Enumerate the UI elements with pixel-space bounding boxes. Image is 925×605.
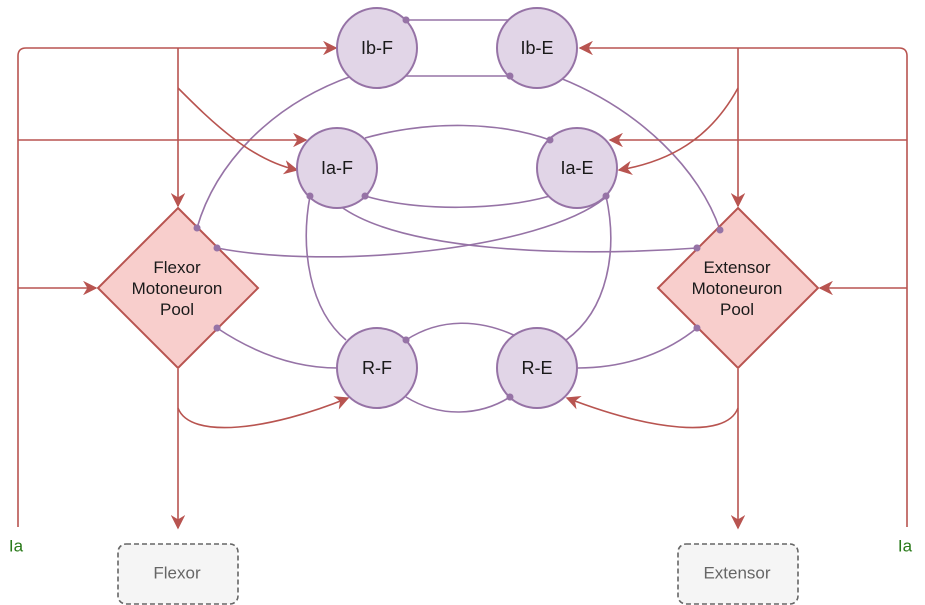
node-label: R-F xyxy=(362,358,392,378)
node-r-f: R-F xyxy=(336,327,418,409)
edge-ia-left-backbone xyxy=(17,40,338,527)
terminal-dot xyxy=(213,244,221,252)
terminal-dot xyxy=(506,393,514,401)
terminal-dot xyxy=(361,192,369,200)
edge-rf-to-flexor-pool xyxy=(216,327,339,369)
node-label: Ib-F xyxy=(361,38,393,58)
terminal-dot xyxy=(213,324,221,332)
node-edge-terminals xyxy=(306,16,610,401)
node-label: Ib-E xyxy=(520,38,553,58)
excitatory-connections xyxy=(17,40,908,530)
terminal-dot xyxy=(193,224,201,232)
edge-flexor-pool-to-rf xyxy=(177,396,350,429)
flexor-muscle: Flexor xyxy=(117,543,239,605)
pool-edge-terminals xyxy=(193,224,724,332)
extensor-motoneuron-pool: Extensor Motoneuron Pool xyxy=(656,206,820,370)
edge-iaf-to-iae-top xyxy=(364,124,551,141)
terminal-dot xyxy=(716,226,724,234)
edge-iae-to-iaf-bottom xyxy=(364,195,551,209)
node-label: Ia-E xyxy=(560,158,593,178)
terminal-dot xyxy=(693,324,701,332)
edge-extensor-pool-to-re xyxy=(565,395,739,429)
node-ia-f: Ia-F xyxy=(296,127,378,209)
muscle-label: Extensor xyxy=(703,563,770,582)
edge-iae-to-flexor-pool xyxy=(216,197,606,258)
edge-re-to-rf-bottom xyxy=(405,396,511,413)
edge-rf-to-iaf xyxy=(305,195,347,341)
edge-ibe-to-extensor-pool xyxy=(559,77,721,231)
terminal-dot xyxy=(306,192,314,200)
ia-input-label-left: Ia xyxy=(9,536,24,555)
edge-extensor-input-to-iae xyxy=(617,87,739,176)
edge-ia-right-backbone xyxy=(578,40,908,527)
node-ia-e: Ia-E xyxy=(536,127,618,209)
pool-label-line: Pool xyxy=(160,300,194,319)
muscle-label: Flexor xyxy=(153,563,201,582)
pool-label-line: Motoneuron xyxy=(132,279,223,298)
terminal-dot xyxy=(602,192,610,200)
ia-input-label-right: Ia xyxy=(898,536,913,555)
edge-re-to-extensor-pool xyxy=(577,327,698,369)
edge-re-to-iae xyxy=(565,195,612,341)
terminal-dot xyxy=(402,336,410,344)
pool-label-line: Flexor xyxy=(153,258,201,277)
node-ib-e: Ib-E xyxy=(496,7,578,89)
inhibitory-connections xyxy=(196,19,721,413)
pool-label-line: Motoneuron xyxy=(692,279,783,298)
pool-label-line: Pool xyxy=(720,300,754,319)
flexor-motoneuron-pool: Flexor Motoneuron Pool xyxy=(96,206,260,370)
edge-iaf-to-extensor-pool xyxy=(339,205,698,253)
inhibitory-terminals xyxy=(193,16,724,401)
terminal-dot xyxy=(506,72,514,80)
pool-label-line: Extensor xyxy=(703,258,770,277)
extensor-muscle: Extensor xyxy=(677,543,799,605)
node-label: Ia-F xyxy=(321,158,353,178)
node-ib-f: Ib-F xyxy=(336,7,418,89)
terminal-dot xyxy=(402,16,410,24)
terminal-dot xyxy=(693,244,701,252)
terminal-dot xyxy=(546,136,554,144)
edge-flexor-input-to-iaf xyxy=(177,87,299,175)
node-label: R-E xyxy=(522,358,553,378)
edge-rf-to-re-top xyxy=(405,322,521,341)
node-r-e: R-E xyxy=(496,327,578,409)
